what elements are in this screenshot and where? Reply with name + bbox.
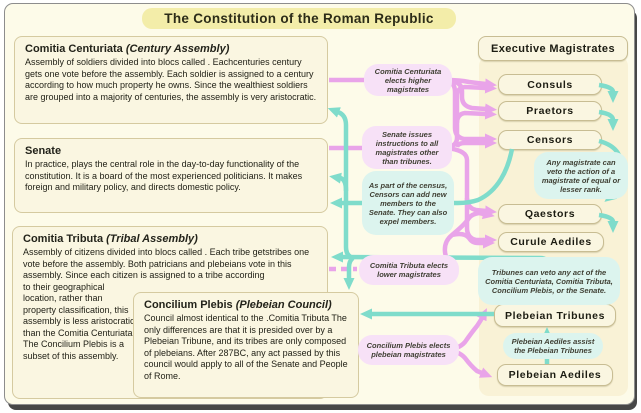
note-elects-higher: Comitia Centuriata elects higher magistr… <box>364 64 452 96</box>
office-plebeian-tribunes: Plebeian Tribunes <box>494 304 616 327</box>
office-plebeian-aediles: Plebeian Aediles <box>497 364 613 386</box>
tributa-body-top: Assembly of citizens divided into blocs … <box>23 247 310 280</box>
note-tribune-veto: Tribunes can veto any act of the Comitia… <box>478 257 620 305</box>
executive-magistrates-header: Executive Magistrates <box>478 36 628 61</box>
note-veto-rank: Any magistrate can veto the action of a … <box>534 152 628 199</box>
office-praetors: Praetors <box>498 101 602 121</box>
box-concilium-plebis: Concilium Plebis (Plebeian Council) Coun… <box>133 292 359 398</box>
note-senate-instructs: Senate issues instructions to all magist… <box>362 126 452 169</box>
page-title: The Constitution of the Roman Republic <box>142 8 456 29</box>
concilium-heading: Concilium Plebis (Plebeian Council) <box>144 299 332 311</box>
office-consuls: Consuls <box>498 74 602 95</box>
box-comitia-centuriata: Comitia Centuriata (Century Assembly) As… <box>14 36 328 124</box>
concilium-body: Council almost identical to the .Comitia… <box>144 313 348 381</box>
office-censors: Censors <box>498 130 602 150</box>
note-plebis-elects: Concilium Plebis elects plebeian magistr… <box>358 335 459 365</box>
note-census: As part of the census, Censors can add n… <box>362 171 454 235</box>
centuriata-heading: Comitia Centuriata (Century Assembly) <box>25 43 230 55</box>
tributa-body-side: to their geographical location, rather t… <box>23 281 136 361</box>
centuriata-body: Assembly of soldiers divided into blocs … <box>25 57 317 102</box>
office-qaestors: Qaestors <box>498 204 602 224</box>
tributa-heading: Comitia Tributa (Tribal Assembly) <box>23 233 198 245</box>
senate-heading: Senate <box>25 145 62 157</box>
note-aediles-assist: Plebeian Aediles assist the Plebeian Tri… <box>503 333 603 359</box>
box-senate: Senate In practice, plays the central ro… <box>14 138 328 213</box>
office-curule-aediles: Curule Aediles <box>498 232 604 252</box>
note-tributa-elects: Comitia Tributa elects lower magistrates <box>359 255 459 285</box>
senate-body: In practice, plays the central role in t… <box>25 159 303 192</box>
